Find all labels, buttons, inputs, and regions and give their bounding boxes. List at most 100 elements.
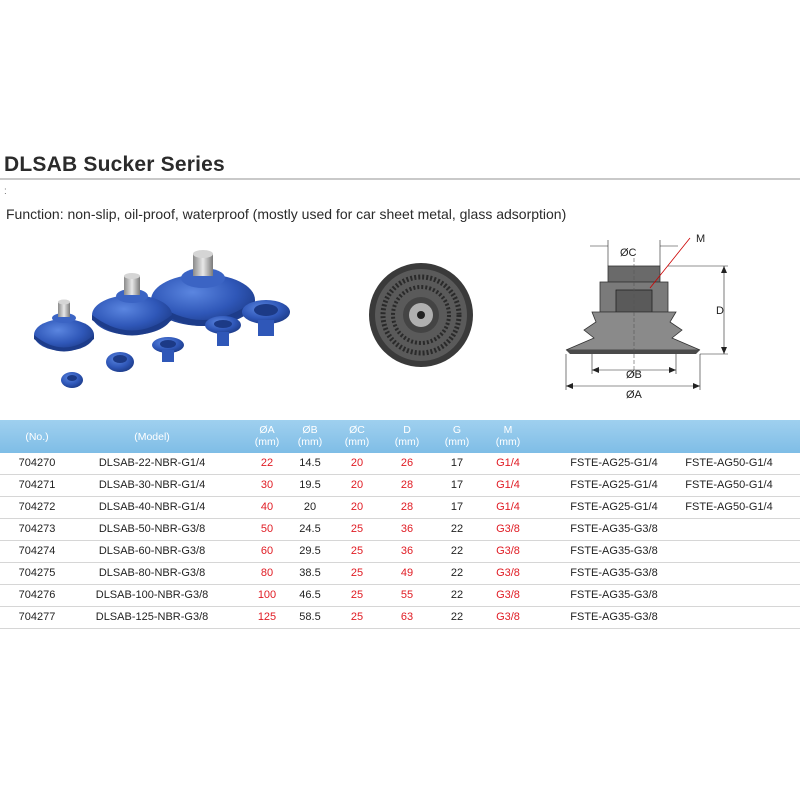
cell-fitting-2: FSTE-AG50-G1/4 bbox=[685, 479, 773, 491]
cell-m: G3/8 bbox=[496, 611, 520, 623]
table-row: 704274 DLSAB-60-NBR-G3/8 60 29.5 25 36 2… bbox=[0, 541, 800, 563]
cell-g: 17 bbox=[450, 457, 464, 469]
table-row: 704271 DLSAB-30-NBR-G1/4 30 19.5 20 28 1… bbox=[0, 475, 800, 497]
cell-a: 80 bbox=[260, 567, 274, 579]
sucker-set-front bbox=[61, 300, 290, 388]
header-m: M(mm) bbox=[495, 424, 521, 448]
cell-fitting-1: FSTE-AG35-G3/8 bbox=[570, 545, 658, 557]
cell-no: 704273 bbox=[18, 523, 56, 535]
cell-m: G1/4 bbox=[496, 479, 520, 491]
cell-d: 26 bbox=[400, 457, 414, 469]
page-title: DLSAB Sucker Series bbox=[4, 153, 225, 176]
dimension-diagram: ØC M D ØB ØA bbox=[565, 233, 728, 401]
table-header: (No.) (Model) ØA(mm) ØB(mm) ØC(mm) D(mm)… bbox=[0, 420, 800, 453]
cell-m: G3/8 bbox=[496, 589, 520, 601]
dim-b-label: ØB bbox=[626, 369, 642, 381]
cell-fitting-1: FSTE-AG35-G3/8 bbox=[570, 611, 658, 623]
cell-fitting-1: FSTE-AG35-G3/8 bbox=[570, 589, 658, 601]
cell-c: 25 bbox=[350, 589, 364, 601]
cell-d: 28 bbox=[400, 501, 414, 513]
cell-m: G3/8 bbox=[496, 545, 520, 557]
cell-no: 704275 bbox=[18, 567, 56, 579]
cell-g: 22 bbox=[450, 611, 464, 623]
cell-c: 25 bbox=[350, 545, 364, 557]
table-row: 704273 DLSAB-50-NBR-G3/8 50 24.5 25 36 2… bbox=[0, 519, 800, 541]
cell-d: 63 bbox=[400, 611, 414, 623]
cell-model: DLSAB-30-NBR-G1/4 bbox=[98, 479, 206, 491]
cell-b: 38.5 bbox=[299, 567, 321, 579]
cell-b: 29.5 bbox=[299, 545, 321, 557]
cell-c: 20 bbox=[350, 501, 364, 513]
product-photo bbox=[34, 250, 290, 388]
cell-b: 20 bbox=[303, 501, 317, 513]
table-row: 704276 DLSAB-100-NBR-G3/8 100 46.5 25 55… bbox=[0, 585, 800, 607]
cell-a: 60 bbox=[260, 545, 274, 557]
cell-d: 55 bbox=[400, 589, 414, 601]
cell-b: 24.5 bbox=[299, 523, 321, 535]
cell-fitting-1: FSTE-AG25-G1/4 bbox=[570, 457, 658, 469]
cell-c: 25 bbox=[350, 567, 364, 579]
separator-mark: : bbox=[4, 186, 7, 197]
cell-d: 49 bbox=[400, 567, 414, 579]
header-d: D(mm) bbox=[394, 424, 420, 448]
cell-a: 100 bbox=[257, 589, 277, 601]
cell-c: 20 bbox=[350, 457, 364, 469]
table-row: 704275 DLSAB-80-NBR-G3/8 80 38.5 25 49 2… bbox=[0, 563, 800, 585]
cell-fitting-1: FSTE-AG35-G3/8 bbox=[570, 567, 658, 579]
cell-c: 25 bbox=[350, 523, 364, 535]
cell-a: 125 bbox=[257, 611, 277, 623]
cell-model: DLSAB-125-NBR-G3/8 bbox=[95, 611, 209, 623]
cell-model: DLSAB-60-NBR-G3/8 bbox=[98, 545, 206, 557]
sucker-small bbox=[34, 299, 94, 352]
cell-b: 58.5 bbox=[299, 611, 321, 623]
spec-table: (No.) (Model) ØA(mm) ØB(mm) ØC(mm) D(mm)… bbox=[0, 420, 800, 629]
cell-a: 40 bbox=[260, 501, 274, 513]
cell-model: DLSAB-100-NBR-G3/8 bbox=[95, 589, 209, 601]
cell-a: 50 bbox=[260, 523, 274, 535]
dim-d-label: D bbox=[716, 305, 724, 317]
header-model: (Model) bbox=[134, 431, 170, 443]
cell-b: 46.5 bbox=[299, 589, 321, 601]
cell-g: 22 bbox=[450, 589, 464, 601]
cell-fitting-1: FSTE-AG35-G3/8 bbox=[570, 523, 658, 535]
cell-fitting-1: FSTE-AG25-G1/4 bbox=[570, 501, 658, 513]
cell-d: 28 bbox=[400, 479, 414, 491]
cell-m: G1/4 bbox=[496, 501, 520, 513]
header-a: ØA(mm) bbox=[254, 424, 280, 448]
dim-m-label: M bbox=[696, 233, 705, 245]
cell-no: 704276 bbox=[18, 589, 56, 601]
sucker-medium bbox=[92, 273, 172, 336]
cell-no: 704270 bbox=[18, 457, 56, 469]
cell-m: G3/8 bbox=[496, 567, 520, 579]
header-no: (No.) bbox=[25, 431, 49, 443]
function-description: Function: non-slip, oil-proof, waterproo… bbox=[6, 206, 567, 222]
sucker-bottom-view bbox=[369, 263, 473, 367]
table-row: 704272 DLSAB-40-NBR-G1/4 40 20 20 28 17 … bbox=[0, 497, 800, 519]
header-b: ØB(mm) bbox=[297, 424, 323, 448]
cell-a: 30 bbox=[260, 479, 274, 491]
cell-model: DLSAB-40-NBR-G1/4 bbox=[98, 501, 206, 513]
header-g: G(mm) bbox=[444, 424, 470, 448]
table-row: 704277 DLSAB-125-NBR-G3/8 125 58.5 25 63… bbox=[0, 607, 800, 629]
cell-g: 22 bbox=[450, 523, 464, 535]
cell-no: 704272 bbox=[18, 501, 56, 513]
cell-fitting-2: FSTE-AG50-G1/4 bbox=[685, 501, 773, 513]
header-c: ØC(mm) bbox=[344, 424, 370, 448]
cell-no: 704277 bbox=[18, 611, 56, 623]
title-divider bbox=[0, 178, 800, 180]
cell-model: DLSAB-22-NBR-G1/4 bbox=[98, 457, 206, 469]
dim-a-label: ØA bbox=[626, 389, 643, 401]
cell-d: 36 bbox=[400, 545, 414, 557]
cell-model: DLSAB-50-NBR-G3/8 bbox=[98, 523, 206, 535]
table-row: 704270 DLSAB-22-NBR-G1/4 22 14.5 20 26 1… bbox=[0, 453, 800, 475]
cell-g: 22 bbox=[450, 567, 464, 579]
cell-g: 22 bbox=[450, 545, 464, 557]
cell-fitting-2: FSTE-AG50-G1/4 bbox=[685, 457, 773, 469]
cell-g: 17 bbox=[450, 479, 464, 491]
cell-c: 25 bbox=[350, 611, 364, 623]
cell-b: 19.5 bbox=[299, 479, 321, 491]
cell-no: 704271 bbox=[18, 479, 56, 491]
cell-model: DLSAB-80-NBR-G3/8 bbox=[98, 567, 206, 579]
cell-fitting-1: FSTE-AG25-G1/4 bbox=[570, 479, 658, 491]
dim-c-label: ØC bbox=[620, 247, 637, 259]
